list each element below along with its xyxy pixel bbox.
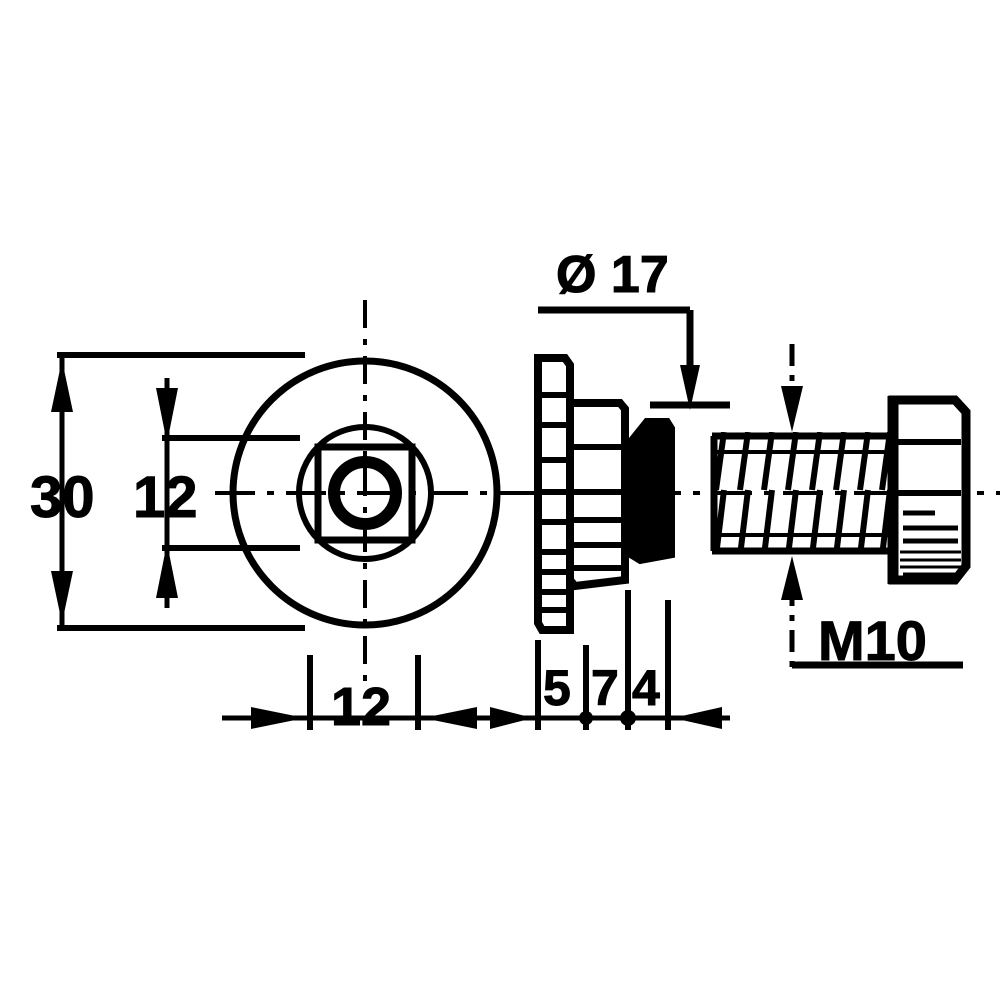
m10-label: M10: [818, 609, 927, 672]
dim4-label: 4: [632, 660, 660, 716]
side-view-boss: [566, 399, 629, 591]
side-view-threaded-shaft: [710, 432, 893, 555]
dim5-label: 5: [543, 660, 571, 716]
chain-arrow-right: [673, 707, 722, 729]
dim12v-arrow-bottom: [156, 543, 178, 598]
dim12h-arrow-left: [251, 707, 305, 729]
dimension-chain-5-7-4: [490, 590, 730, 730]
side-view-hex-head: [887, 395, 971, 585]
chain-tick-1: [579, 711, 593, 725]
dim12h-arrow-right: [423, 707, 477, 729]
flange-section-hatching: [538, 392, 570, 613]
side-view-flange: [534, 354, 574, 634]
dimension-12-vertical: [156, 378, 300, 608]
hex-head-chamfer-hatching: [903, 510, 958, 544]
dia17-arrow: [680, 365, 700, 410]
dim7-label: 7: [591, 660, 619, 716]
dim30-label: 30: [30, 465, 95, 530]
dim30-arrow-top: [51, 360, 73, 412]
boss-section-hatching: [570, 444, 625, 571]
dimension-12-horizontal: [222, 655, 505, 730]
dimension-30: [51, 352, 305, 631]
hex-head-lower-hatching: [900, 550, 961, 576]
dia17-label: Ø 17: [556, 246, 669, 304]
dimension-diameter-17: [538, 306, 730, 410]
chain-arrow-left: [490, 707, 533, 729]
side-view-hex-collar: [628, 418, 675, 565]
dimension-m10: [781, 344, 963, 669]
dim12-vertical-label: 12: [133, 465, 198, 530]
thread-hatching: [713, 432, 892, 554]
chain-tick-2: [620, 710, 636, 726]
dim12-horizontal-label: 12: [331, 677, 391, 737]
hex-head-face-lines: [898, 439, 961, 496]
dim12v-arrow-top: [156, 388, 178, 443]
m10-arrow-top: [781, 386, 803, 432]
hex-collar-solid: [628, 418, 675, 565]
m10-arrow-bottom: [781, 556, 803, 600]
dim30-arrow-bottom: [51, 571, 73, 623]
